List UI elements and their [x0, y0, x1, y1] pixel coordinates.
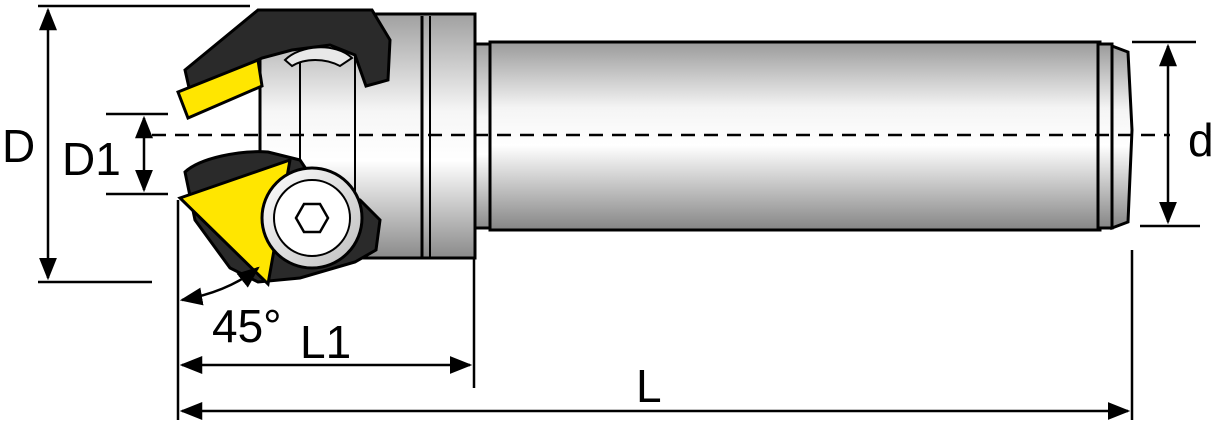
dim-D: D: [2, 4, 250, 284]
hex-socket-icon: [294, 202, 330, 234]
label-d: d: [1188, 114, 1214, 166]
dim-D1: D1: [62, 112, 168, 196]
dim-L1: L1: [179, 258, 476, 388]
label-angle: 45°: [212, 300, 282, 352]
upper-insert: [176, 57, 264, 120]
label-D: D: [2, 120, 35, 172]
label-L: L: [636, 360, 662, 412]
dim-angle: 45°: [176, 200, 282, 420]
dim-d: d: [1132, 40, 1214, 228]
label-L1: L1: [300, 316, 351, 368]
label-D1: D1: [62, 133, 121, 185]
clamp-screw: [260, 166, 364, 270]
dim-L: L: [179, 250, 1134, 420]
